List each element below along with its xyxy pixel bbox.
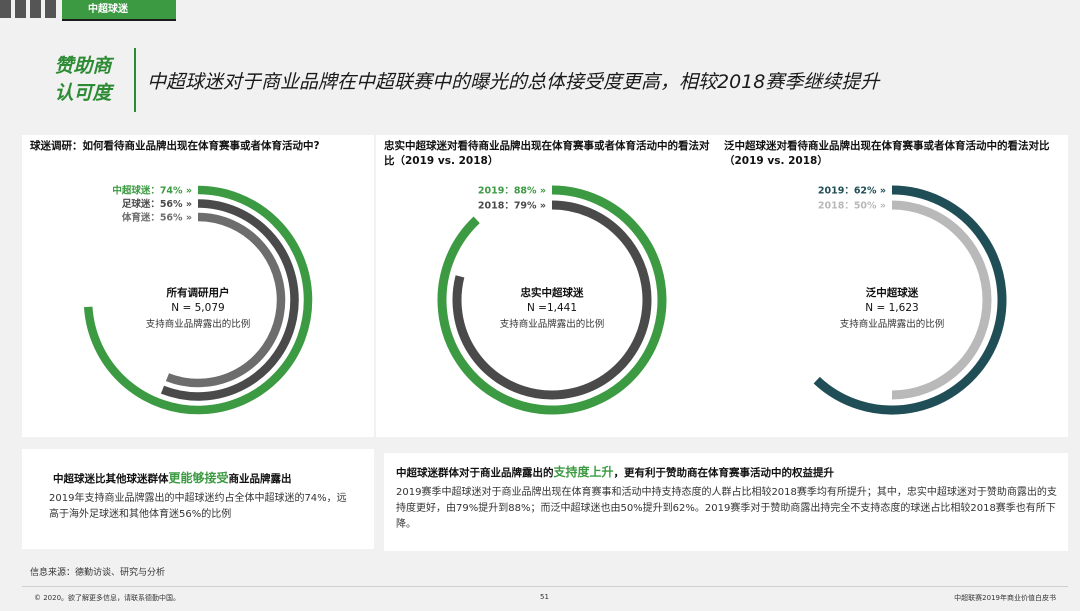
chart-panel-1: 球迷调研：如何看待商业品牌出现在体育赛事或者体育活动中? 中超球迷：74% »足… xyxy=(22,135,374,437)
chart-title: 忠实中超球迷对看待商业品牌出现在体育赛事或者体育活动中的看法对比（2019 vs… xyxy=(384,140,710,167)
footer-copyright: © 2020。欲了解更多信息，请联系德勤中国。 xyxy=(34,594,181,602)
ring-arc-2018 xyxy=(891,200,992,400)
insight-heading-post: 商业品牌露出 xyxy=(228,473,292,485)
topbar-square xyxy=(30,0,41,18)
ring-label: 2019：62% » xyxy=(818,186,886,197)
source-note: 信息来源：德勤访谈、研究与分析 xyxy=(30,568,166,578)
insight-heading-highlight: 支持度上升 xyxy=(553,465,614,479)
ring-arc-中超球迷 xyxy=(83,185,313,415)
center-title: 所有调研用户 xyxy=(167,286,230,299)
ring-label: 2018：50% » xyxy=(818,201,886,212)
chart-title: 球迷调研：如何看待商业品牌出现在体育赛事或者体育活动中? xyxy=(30,140,320,152)
topbar-square xyxy=(15,0,26,18)
ring-arc-2018 xyxy=(452,200,652,400)
insight-heading: 中超球迷比其他球迷群体更能够接受商业品牌露出 xyxy=(53,469,292,486)
ring-arc-体育迷 xyxy=(165,212,286,388)
insight-heading-post: ，更有利于赞助商在体育赛事活动中的权益提升 xyxy=(613,467,835,479)
footer-divider xyxy=(22,586,1068,587)
chart-panel-3: 泛中超球迷对看待商业品牌出现在体育赛事或者体育活动中的看法对比（2019 vs.… xyxy=(716,135,1068,437)
page-number: 51 xyxy=(540,593,549,601)
section-label: 赞助商 认可度 xyxy=(46,53,120,107)
insight-heading-pre: 中超球迷比其他球迷群体 xyxy=(53,473,169,485)
ring-label: 2019：88% » xyxy=(478,186,546,197)
center-subtitle: 支持商业品牌露出的比例 xyxy=(500,318,605,330)
center-sample-size: N = 1,623 xyxy=(865,302,918,314)
insight-body: 2019赛季中超球迷对于商业品牌出现在体育赛事和活动中持支持态度的人群占比相较2… xyxy=(396,487,1057,530)
section-tag: 中超球迷 xyxy=(62,0,176,20)
ring-label: 中超球迷：74% » xyxy=(112,185,192,197)
center-sample-size: N = 5,079 xyxy=(171,302,224,314)
chart-title: 泛中超球迷对看待商业品牌出现在体育赛事或者体育活动中的看法对比（2019 vs.… xyxy=(724,140,1050,167)
radial-chart-2: 2019：88% » 2018：79% » 忠实中超球迷 N =1,441 支持商业品牌… xyxy=(437,185,667,415)
radial-chart-1: 中超球迷：74% »足球迷：56% » 体育迷：56% » 所有调研用户 N = 5,… xyxy=(83,185,313,415)
center-subtitle: 支持商业品牌露出的比例 xyxy=(840,318,945,330)
chart-panel-2: 忠实中超球迷对看待商业品牌出现在体育赛事或者体育活动中的看法对比（2019 vs… xyxy=(376,135,728,437)
center-subtitle: 支持商业品牌露出的比例 xyxy=(146,318,251,330)
center-title: 忠实中超球迷 xyxy=(521,286,584,299)
section-label-line1: 赞助商 xyxy=(54,55,112,77)
center-sample-size: N =1,441 xyxy=(527,302,577,314)
ring-arc-2019 xyxy=(813,185,1007,415)
section-tag-underline xyxy=(62,19,176,21)
insight-heading-highlight: 更能够接受 xyxy=(168,471,229,485)
insight-heading-pre: 中超球迷群体对于商业品牌露出的 xyxy=(396,467,554,479)
ring-label: 2018：79% » xyxy=(478,201,546,212)
topbar-square xyxy=(0,0,11,18)
ring-label: 足球迷：56% » xyxy=(122,198,192,210)
insight-heading: 中超球迷群体对于商业品牌露出的支持度上升，更有利于赞助商在体育赛事活动中的权益提… xyxy=(396,463,834,480)
footer-doc-title: 中超联赛2019年商业价值白皮书 xyxy=(954,594,1056,602)
radial-chart-3: 2019：62% » 2018：50% » 泛中超球迷 N = 1,623 支持商业品牌… xyxy=(813,185,1007,415)
section-label-line2: 认可度 xyxy=(54,82,112,104)
topbar-square xyxy=(45,0,56,18)
insight-box-left: 中超球迷比其他球迷群体更能够接受商业品牌露出 2019年支持商业品牌露出的中超球… xyxy=(22,449,374,549)
insight-body: 2019年支持商业品牌露出的中超球迷约占全体中超球迷的74%，远高于海外足球迷和… xyxy=(49,493,347,520)
insight-box-right: 中超球迷群体对于商业品牌露出的支持度上升，更有利于赞助商在体育赛事活动中的权益提… xyxy=(384,453,1068,551)
header-divider xyxy=(134,48,136,112)
page-headline: 中超球迷对于商业品牌在中超联赛中的曝光的总体接受度更高，相较2018赛季继续提升 xyxy=(147,71,880,93)
ring-label: 体育迷：56% » xyxy=(122,212,192,224)
ring-arc-足球迷 xyxy=(160,199,299,401)
ring-arc-2019 xyxy=(437,185,667,415)
center-title: 泛中超球迷 xyxy=(866,286,919,299)
